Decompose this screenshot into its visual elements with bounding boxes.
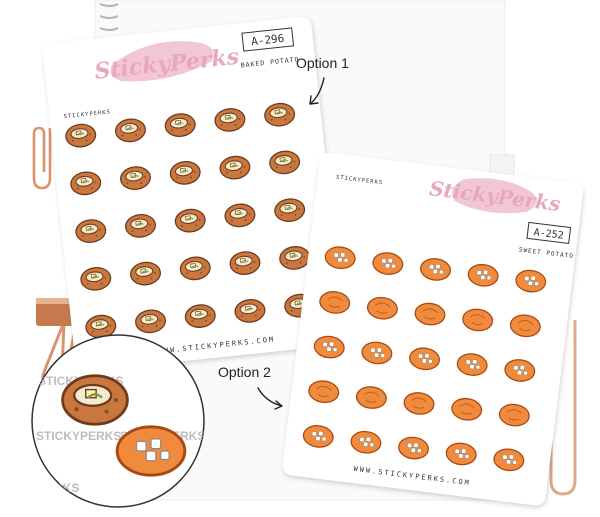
sheet-code-2: A-252 [533,227,564,242]
paper-clip [32,126,52,190]
sticker-sheet-sweet-potato: StickyPerks STICKYPERKS A-252 SWEET POTA… [282,152,583,506]
paper-clip-right [549,320,577,496]
zoom-watermark-3: STICKYPERKS [36,429,121,443]
brand-logo-bubble [110,41,214,82]
zoom-baked-potato [61,374,129,426]
zoom-detail-circle: STICKYPERKS STICKYPERKS STICKYPERKS PERK… [31,334,205,508]
sticker-sheet-baked-potato: StickyPerks A-296 BAKED POTATO STICKYPER… [42,16,344,372]
option-2-arrow [257,387,283,410]
option-1-label: Option 1 [296,55,349,71]
sheet-handle-2: STICKYPERKS [336,175,384,187]
brand-logo-bubble-2 [452,178,537,214]
sheet-handle: STICKYPERKS [63,109,111,120]
option-2-label: Option 2 [218,364,271,380]
option-1-arrow [309,77,325,105]
zoom-watermark-4: PERKS [38,481,79,495]
zoom-sweet-potato [115,425,187,477]
sheet-code: A-296 [251,32,285,48]
